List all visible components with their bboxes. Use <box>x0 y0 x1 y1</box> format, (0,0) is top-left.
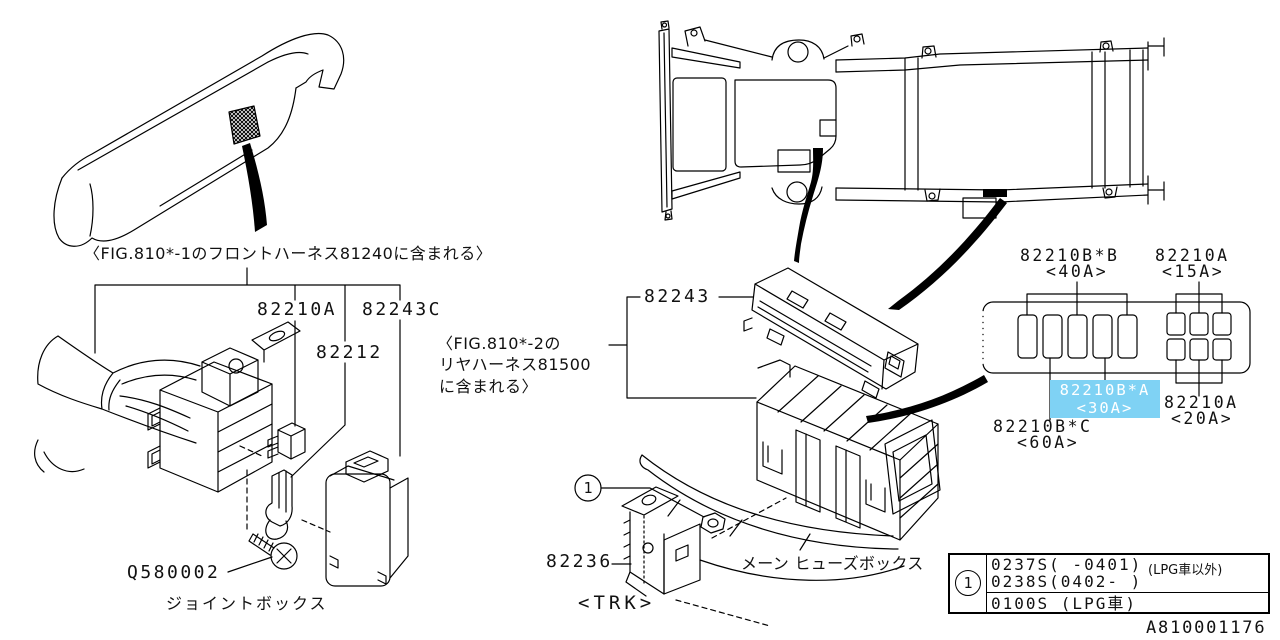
callout-1-table: 1 <box>955 570 981 596</box>
cover-component-82243c <box>325 450 409 587</box>
fuse-label-20a-part[interactable]: 82210A <box>1164 393 1239 412</box>
fuse-slot-3 <box>1067 314 1088 359</box>
fuse-label-40a-amp: <40A> <box>1046 262 1109 281</box>
fuse-cell-6 <box>1212 338 1232 361</box>
legend-row-1: 0237S( -0401) 0238S(0402- ) (LPG車以外) <box>987 555 1268 592</box>
legend-callout-cell: 1 <box>950 555 987 612</box>
fuse-label-30a-highlighted[interactable]: 82210B*A <30A> <box>1050 380 1160 418</box>
fuse-label-60a-amp: <60A> <box>1017 433 1080 452</box>
drawing-number: A810001176 <box>1146 618 1267 638</box>
fig1-note: 〈FIG.810*-1のフロントハーネス81240に含まれる〉 <box>84 244 493 263</box>
part-label-82243c[interactable]: 82243C <box>362 299 443 320</box>
fuse-label-20a-amp: <20A> <box>1171 409 1234 428</box>
caption-joint-box: ジョイントボックス <box>166 594 328 613</box>
leader-lines-front <box>94 267 401 573</box>
fuse-label-30a-part[interactable]: 82210B*A <box>1059 381 1151 400</box>
part-label-82212[interactable]: 82212 <box>316 342 383 363</box>
legend-row-2: 0100S (LPG車) <box>987 592 1268 612</box>
legend-row2-text: 0100S (LPG車) <box>991 594 1137 613</box>
harness-location-patch <box>228 105 261 145</box>
trk-note: <TRK> <box>578 592 656 614</box>
caption-main-fuse-box: メーン ヒューズボックス <box>741 554 924 573</box>
chassis-drawing <box>658 20 1165 310</box>
fuse-label-15a-amp: <15A> <box>1162 262 1225 281</box>
fuse-label-60a-part[interactable]: 82210B*C <box>993 417 1093 436</box>
leader-lines-rear <box>608 296 757 399</box>
fuse-label-40a-part[interactable]: 82210B*B <box>1020 246 1120 265</box>
location-arrow-dashboard <box>242 143 267 232</box>
fuse-layout-diagram <box>982 281 1251 421</box>
fuse-cell-5 <box>1189 338 1209 361</box>
part-label-q580002[interactable]: Q580002 <box>127 562 221 583</box>
fuse-cell-4 <box>1166 338 1186 361</box>
fuse-label-15a-part[interactable]: 82210A <box>1155 246 1230 265</box>
fig2-note-line1: 〈FIG.810*-2の <box>437 334 561 353</box>
part-label-82243[interactable]: 82243 <box>644 286 711 307</box>
fuse-slot-2 <box>1042 314 1063 359</box>
legend-row1-line2: 0238S(0402- ) <box>991 572 1143 591</box>
legend-rows: 0237S( -0401) 0238S(0402- ) (LPG車以外) 010… <box>987 555 1268 612</box>
location-bar-rear <box>983 189 1007 197</box>
bolt-component-q580002 <box>248 533 298 570</box>
fuse-slot-1 <box>1017 314 1038 359</box>
dashboard-drawing <box>53 32 345 247</box>
trk-bracket-drawing <box>574 474 726 597</box>
location-arrow-rear <box>888 198 1007 310</box>
location-arrow-front <box>794 148 823 263</box>
callout-1-bracket: 1 <box>583 479 593 497</box>
legend-row1-note: (LPG車以外) <box>1148 563 1223 578</box>
fuse-cell-2 <box>1189 312 1209 336</box>
fuse-cell-3 <box>1212 312 1232 336</box>
legend-row1-line1: 0237S( -0401) <box>991 555 1143 574</box>
fuse-cell-1 <box>1166 312 1186 336</box>
fig2-note-line2: リヤハーネス81500 <box>439 355 592 374</box>
clip-component-82212 <box>265 469 293 540</box>
main-fuse-box-drawing <box>639 267 988 627</box>
part-label-82236[interactable]: 82236 <box>546 551 613 572</box>
fuse-slot-5 <box>1117 314 1138 359</box>
pointer-arrow-fuse-layout <box>866 375 988 423</box>
fuse-component-82210a <box>267 422 306 460</box>
part-label-82210a[interactable]: 82210A <box>257 299 338 320</box>
joint-box-drawing <box>34 321 409 587</box>
fuse-slot-4 <box>1092 314 1113 359</box>
legend-table: 1 0237S( -0401) 0238S(0402- ) (LPG車以外) 0… <box>948 553 1270 614</box>
fuse-label-30a-amp: <30A> <box>1076 398 1134 417</box>
fig2-note-line3: に含まれる〉 <box>439 377 539 396</box>
